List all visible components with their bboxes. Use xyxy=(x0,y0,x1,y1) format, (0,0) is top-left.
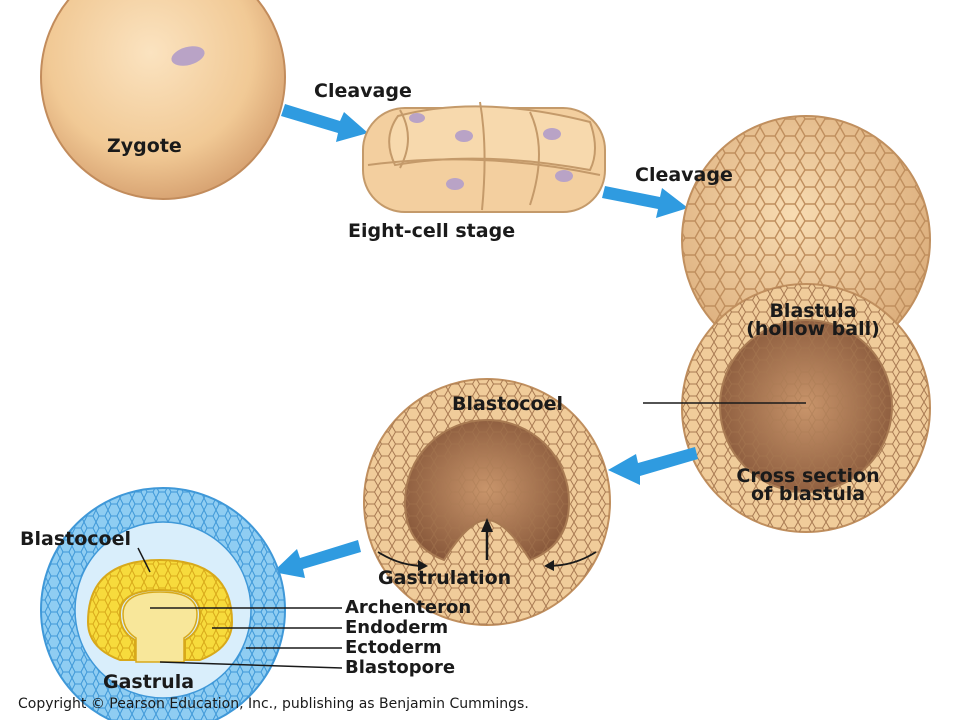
blastopore-leader-line xyxy=(159,661,343,669)
arrow-eight-cell-to-blastula xyxy=(602,186,688,218)
blastocoel-leader-line-2 xyxy=(137,547,151,573)
label-cleavage-1: Cleavage xyxy=(314,80,412,102)
gastrula xyxy=(40,487,286,720)
label-archenteron: Archenteron xyxy=(345,597,472,618)
label-blastopore: Blastopore xyxy=(345,657,456,678)
label-endoderm: Endoderm xyxy=(345,617,449,638)
label-gastrulation: Gastrulation xyxy=(378,567,512,589)
arrow-cross-section-to-gastrulation xyxy=(608,447,698,485)
arrow-zygote-to-eight-cell xyxy=(281,104,368,142)
label-blastula: Blastula xyxy=(769,300,857,322)
blastula-cross-section xyxy=(681,283,931,533)
label-cross-section: Cross section xyxy=(736,465,880,487)
label-cleavage-2: Cleavage xyxy=(635,164,733,186)
gastrulating-embryo xyxy=(363,378,611,626)
label-blastocoel-2: Blastocoel xyxy=(20,528,131,550)
label-eight-cell-stage: Eight-cell stage xyxy=(348,220,516,242)
arrow-gastrulation-to-gastrula xyxy=(273,540,361,578)
eight-cell-embryo xyxy=(362,101,606,213)
label-ectoderm: Ectoderm xyxy=(345,637,442,658)
label-blastocoel-1: Blastocoel xyxy=(452,393,563,415)
zygote-cell xyxy=(40,0,286,200)
label-hollow-ball: (hollow ball) xyxy=(746,318,880,340)
label-of-blastula: of blastula xyxy=(750,483,866,505)
label-zygote: Zygote xyxy=(107,135,182,157)
label-gastrula: Gastrula xyxy=(103,671,195,693)
copyright-notice: Copyright © Pearson Education, Inc., pub… xyxy=(18,696,529,712)
